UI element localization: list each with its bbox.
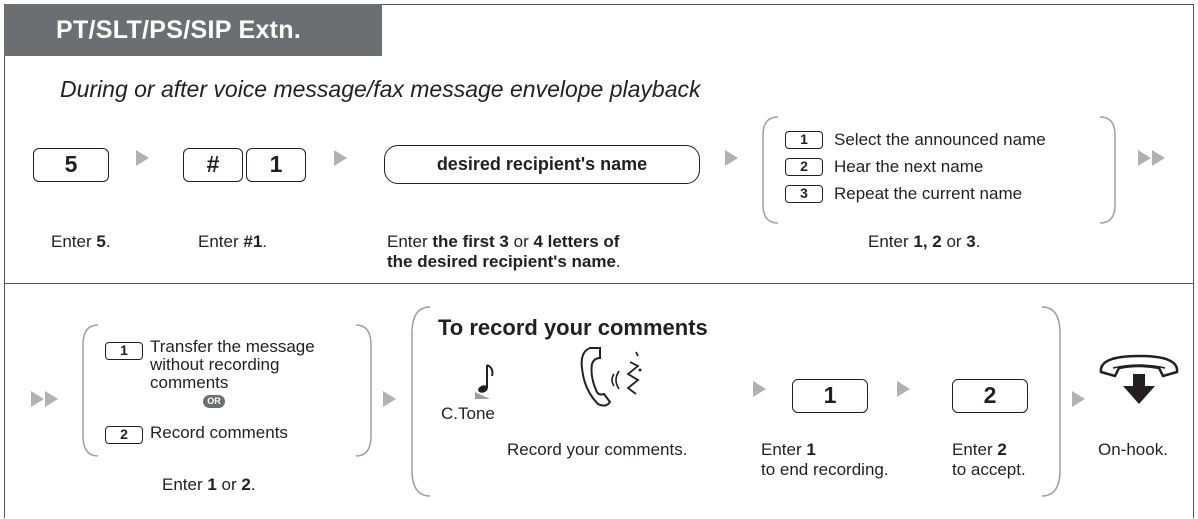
step1-caption: Enter 5.	[51, 232, 111, 251]
right-bracket	[1041, 306, 1061, 497]
option-key-2: 2	[785, 158, 823, 176]
procedure-frame	[4, 4, 1194, 518]
arrow-icon	[136, 150, 149, 166]
option-repeat-name: Repeat the current name	[834, 184, 1023, 203]
music-note-icon	[475, 364, 494, 399]
arrow-icon	[725, 150, 738, 166]
option-next-name: Hear the next name	[834, 157, 984, 176]
right-bracket	[355, 324, 372, 457]
or-badge: OR	[203, 395, 225, 408]
option-select-name: Select the announced name	[834, 130, 1046, 149]
key-2: 2	[952, 379, 1028, 413]
step2-caption: Enter #1.	[198, 232, 268, 251]
option-key-1: 1	[785, 131, 823, 149]
handset-speaking-icon	[580, 347, 642, 407]
key-5: 5	[33, 148, 109, 182]
double-arrow-icon	[31, 391, 44, 407]
arrow-icon	[897, 381, 910, 397]
option-key-3: 3	[785, 185, 823, 203]
handset-onhook-icon	[1099, 354, 1179, 404]
recipient-name-field: desired recipient's name	[384, 145, 700, 184]
left-bracket	[762, 116, 779, 224]
step5-caption: Enter 1 or 2.	[162, 475, 256, 494]
right-bracket	[1099, 116, 1116, 224]
double-arrow-icon	[1138, 150, 1151, 166]
arrow-icon	[753, 381, 766, 397]
option-key-1: 1	[105, 342, 143, 360]
record-title: To record your comments	[438, 315, 708, 340]
left-bracket	[82, 324, 99, 457]
section-header: PT/SLT/PS/SIP Extn.	[4, 4, 382, 56]
double-arrow-icon	[1152, 150, 1165, 166]
key-hash: #	[183, 148, 243, 182]
key-1: 1	[246, 148, 306, 182]
option-record-label: Record comments	[150, 423, 288, 442]
speak-caption: Record your comments.	[507, 440, 688, 459]
left-bracket	[411, 306, 431, 497]
key-1: 1	[792, 379, 868, 413]
arrow-icon	[383, 391, 396, 407]
row-divider	[4, 283, 1194, 284]
onhook-caption: On-hook.	[1098, 440, 1168, 459]
option-key-2: 2	[105, 426, 143, 444]
procedure-subtitle: During or after voice message/fax messag…	[60, 76, 701, 102]
arrow-icon	[1072, 391, 1085, 407]
arrow-icon	[334, 150, 347, 166]
tone-label: C.Tone	[441, 404, 495, 423]
double-arrow-icon	[45, 391, 58, 407]
step4-caption: Enter 1, 2 or 3.	[868, 232, 981, 251]
option-transfer-label: Transfer the message without recording c…	[150, 337, 315, 392]
